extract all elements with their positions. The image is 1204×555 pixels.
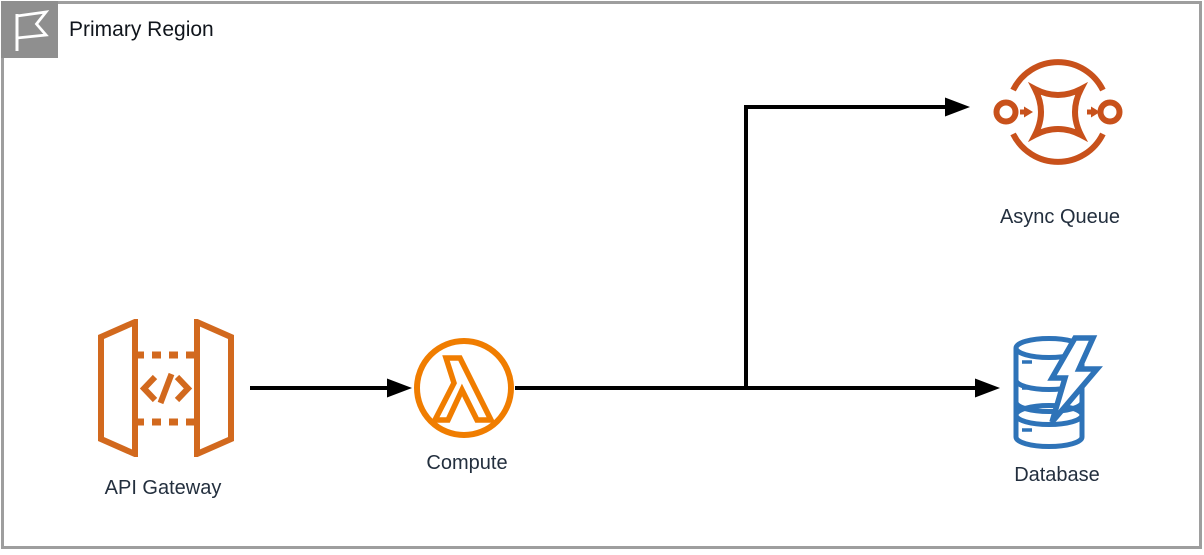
node-label-api-gateway: API Gateway <box>104 477 222 499</box>
edge-apigateway-to-compute <box>250 378 412 398</box>
flag-icon <box>15 10 50 51</box>
region-title: Primary Region <box>69 18 214 41</box>
edge-compute-to-database <box>515 378 1000 398</box>
api-gateway-icon <box>98 319 234 457</box>
node-label-async-queue: Async Queue <box>999 206 1121 228</box>
edge-compute-to-asyncqueue <box>744 97 970 388</box>
node-label-compute: Compute <box>426 452 508 474</box>
database-lightning-icon <box>1013 335 1103 449</box>
node-label-database: Database <box>1014 464 1100 486</box>
message-queue-icon <box>993 59 1123 165</box>
region-badge <box>1 1 58 58</box>
lambda-function-icon <box>414 338 514 438</box>
